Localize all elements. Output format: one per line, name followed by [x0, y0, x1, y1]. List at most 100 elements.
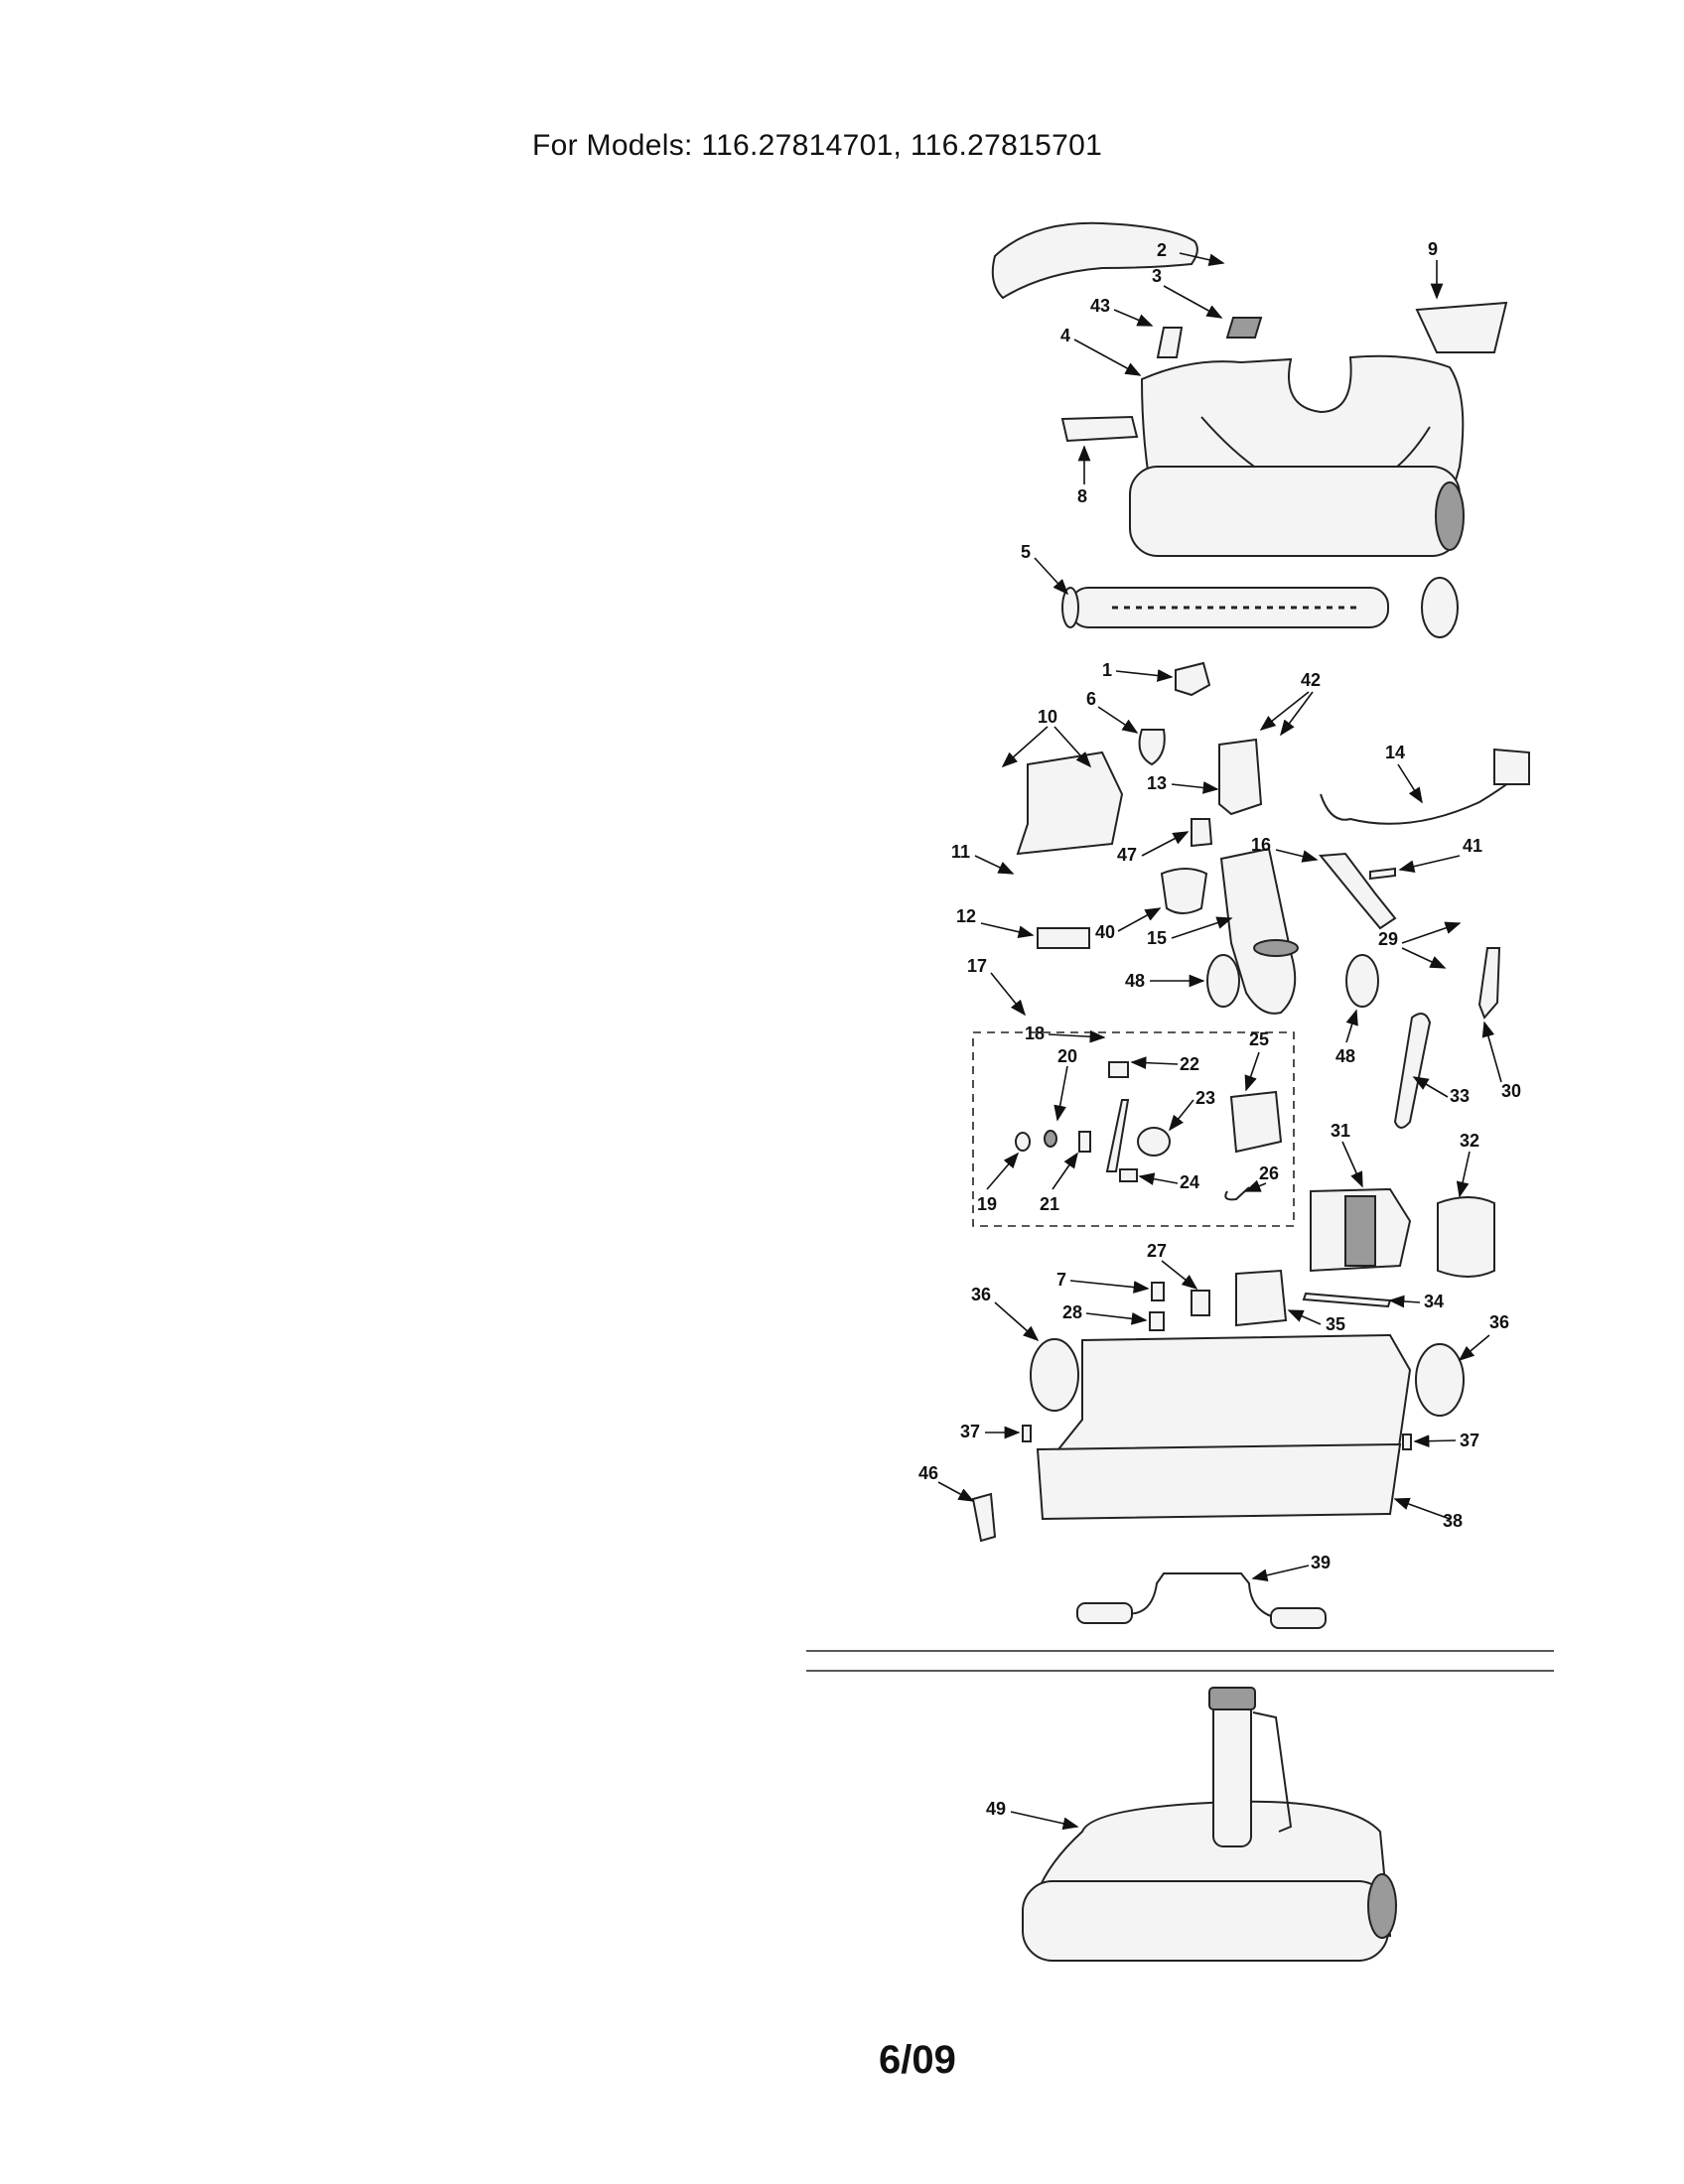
leader-3 — [1163, 285, 1223, 319]
leader-31 — [1341, 1141, 1363, 1188]
leader-42b — [1280, 691, 1314, 737]
leader-40 — [1117, 907, 1162, 932]
part-48-washer-right — [1345, 954, 1379, 1008]
kit-17-box — [972, 1031, 1295, 1227]
leader-11 — [974, 855, 1015, 875]
callout-36a: 36 — [971, 1285, 991, 1304]
leader-16 — [1275, 849, 1319, 863]
part-4-hood-bumper — [1129, 466, 1461, 557]
callout-6: 6 — [1086, 689, 1096, 709]
part-38-base-front — [1036, 1442, 1402, 1521]
leader-30 — [1481, 1021, 1502, 1083]
callout-43: 43 — [1090, 296, 1110, 316]
leader-26 — [1244, 1179, 1267, 1192]
part-9-filter — [1415, 301, 1508, 353]
callout-8: 8 — [1077, 486, 1087, 506]
part-21-tab — [1078, 1131, 1091, 1153]
callout-3: 3 — [1152, 266, 1162, 286]
leader-25 — [1244, 1051, 1260, 1092]
part-39-axle-roller-right — [1270, 1607, 1327, 1629]
callout-12: 12 — [956, 906, 976, 926]
part-31-motor-windings — [1344, 1195, 1376, 1267]
leader-10b — [1053, 726, 1092, 768]
leader-7 — [1069, 1280, 1150, 1294]
leader-33 — [1412, 1076, 1449, 1098]
callout-35: 35 — [1326, 1314, 1345, 1334]
part-49-neck-top — [1208, 1687, 1256, 1710]
leader-15 — [1171, 916, 1233, 939]
callout-13: 13 — [1147, 773, 1167, 793]
callout-11: 11 — [951, 842, 970, 862]
part-47-clip — [1191, 818, 1213, 848]
callout-19: 19 — [977, 1194, 997, 1214]
part-37-pin-left — [1022, 1425, 1032, 1442]
callout-40: 40 — [1095, 922, 1115, 942]
part-26-spring — [1224, 1186, 1250, 1201]
callout-2: 2 — [1157, 240, 1167, 260]
part-11-bracket — [1016, 751, 1124, 856]
part-39-axle-roller-left — [1076, 1602, 1133, 1624]
leader-18 — [1048, 1029, 1106, 1043]
callout-1: 1 — [1102, 660, 1112, 680]
part-20-nut — [1044, 1130, 1057, 1148]
callout-47: 47 — [1117, 845, 1137, 865]
part-14-cord-plug — [1493, 748, 1530, 785]
leader-34 — [1388, 1295, 1421, 1308]
leader-37b — [1413, 1434, 1457, 1448]
part-2-top-cover — [991, 221, 1198, 300]
part-24-clip — [1119, 1168, 1138, 1182]
part-49-wheel — [1367, 1873, 1397, 1939]
callout-37a: 37 — [960, 1422, 980, 1441]
leader-21 — [1052, 1152, 1078, 1190]
part-19-washer — [1015, 1132, 1031, 1152]
part-1-socket — [1175, 661, 1211, 697]
part-23-gear — [1137, 1127, 1171, 1157]
leader-19 — [986, 1152, 1020, 1190]
part-16-lever — [1319, 852, 1397, 930]
part-3-pad — [1225, 317, 1263, 339]
part-39-axle — [1121, 1572, 1292, 1621]
callout-36b: 36 — [1489, 1312, 1509, 1332]
part-25-housing — [1229, 1090, 1283, 1154]
callout-20: 20 — [1057, 1046, 1077, 1066]
leader-2 — [1179, 252, 1225, 267]
leader-29a — [1401, 921, 1462, 944]
callout-4: 4 — [1060, 326, 1070, 345]
leader-4 — [1073, 339, 1142, 376]
leader-10a — [1001, 726, 1049, 768]
part-6-bulb — [1138, 729, 1166, 766]
part-30-bracket — [1477, 947, 1501, 1020]
part-32-band — [1437, 1196, 1495, 1278]
leader-35 — [1287, 1309, 1322, 1325]
part-49-neck — [1212, 1692, 1252, 1847]
callout-14: 14 — [1385, 743, 1405, 762]
part-46-pedal — [971, 1492, 997, 1543]
part-18-block — [1108, 1061, 1129, 1078]
callout-41: 41 — [1463, 836, 1482, 856]
leader-24 — [1138, 1172, 1179, 1185]
callout-25: 25 — [1249, 1029, 1269, 1049]
leader-41 — [1398, 855, 1461, 873]
callout-48a: 48 — [1125, 971, 1145, 991]
leader-36b — [1458, 1334, 1490, 1362]
part-28-latch — [1149, 1311, 1165, 1331]
callout-34: 34 — [1424, 1292, 1444, 1311]
callout-10: 10 — [1038, 707, 1057, 727]
leader-12 — [980, 922, 1035, 938]
leader-23 — [1169, 1099, 1194, 1132]
callout-9: 9 — [1428, 239, 1438, 259]
leader-39 — [1251, 1565, 1310, 1581]
callout-18: 18 — [1025, 1024, 1045, 1043]
callout-24: 24 — [1180, 1172, 1199, 1192]
callout-28: 28 — [1062, 1302, 1082, 1322]
leader-46 — [937, 1481, 975, 1502]
part-35-bracket — [1235, 1269, 1288, 1327]
page-number: 6/09 — [879, 2038, 956, 2082]
callout-26: 26 — [1259, 1163, 1279, 1183]
part-36-wheel-right — [1415, 1343, 1465, 1417]
part-36-wheel-left — [1030, 1338, 1079, 1412]
callout-17: 17 — [967, 956, 987, 976]
part-49-powerhead-bumper — [1022, 1880, 1389, 1962]
part-27-clip — [1191, 1290, 1210, 1316]
